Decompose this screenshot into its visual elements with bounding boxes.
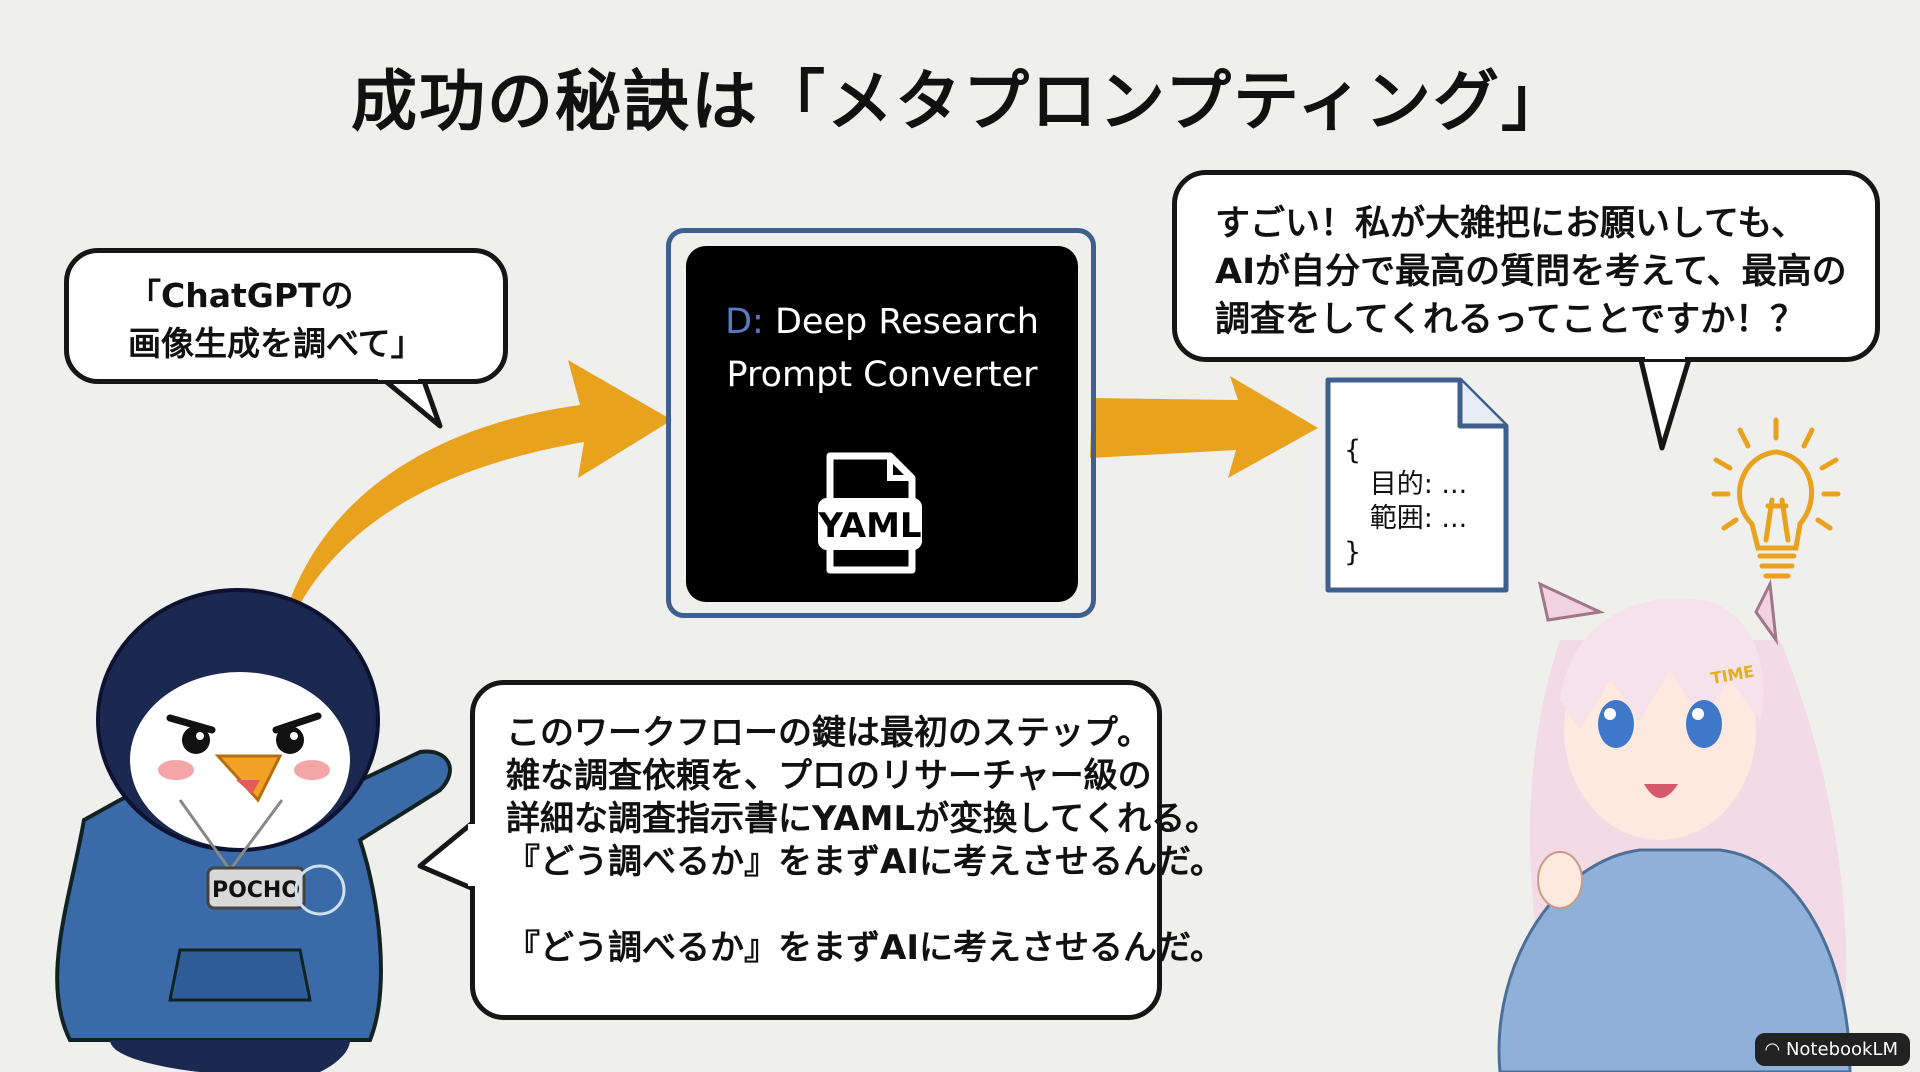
- output-yaml-content: { 目的: ... 範囲: ... }: [1344, 435, 1468, 568]
- request-text: 「ChatGPTの 画像生成を調べて」: [128, 276, 424, 363]
- notebooklm-badge: ◠ NotebookLM: [1754, 1033, 1910, 1066]
- converter-frame: [666, 228, 1096, 618]
- converter-name: Deep Research Prompt Converter: [726, 302, 1039, 395]
- penguin-speech-text: このワークフローの鍵は最初のステップ。 雑な調査依頼を、プロのリサーチャー級の …: [506, 713, 1224, 968]
- notebooklm-icon: ◠: [1764, 1039, 1786, 1060]
- girl-speech-bubble: [1172, 170, 1880, 362]
- slide-title: 成功の秘訣は「メタプロンプティング」: [350, 63, 1570, 140]
- yaml-label: YAML: [817, 506, 921, 546]
- converter-title: D: Deep Research Prompt Converter: [686, 296, 1078, 402]
- request-speech-bubble: [64, 248, 508, 384]
- converter-prefix: D:: [725, 302, 764, 342]
- girl-speech-text: すごい！私が大雑把にお願いしても、 AIが自分で最高の質問を考えて、最高の 調査…: [1215, 204, 1847, 340]
- penguin-badge-text: POCHO: [212, 878, 300, 903]
- notebooklm-label: NotebookLM: [1785, 1039, 1898, 1060]
